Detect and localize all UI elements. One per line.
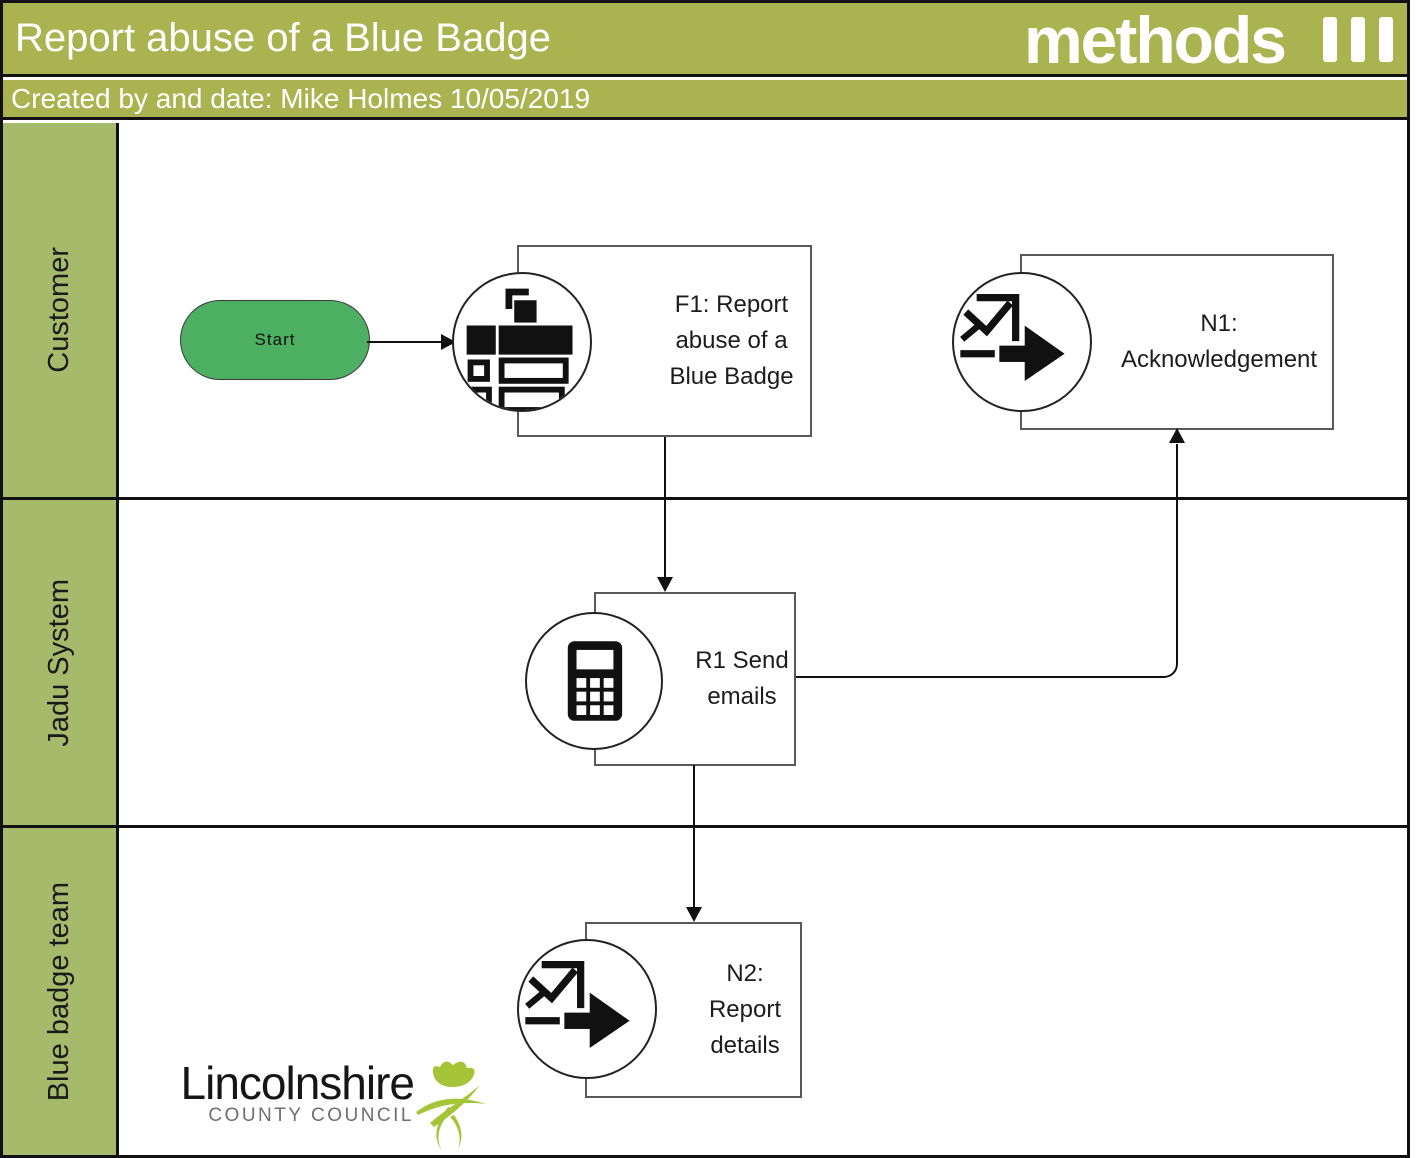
lane-label-cell-customer: Customer: [3, 123, 119, 497]
page-title: Report abuse of a Blue Badge: [15, 16, 551, 60]
task-f1-label: F1: Report abuse of a Blue Badge: [669, 291, 794, 390]
lincolnshire-logo-subtext: COUNTY COUNCIL: [208, 1105, 414, 1127]
arrowhead-up-icon: [1169, 428, 1185, 443]
task-r1-label: R1 Send emails: [695, 647, 789, 710]
form-icon: [466, 288, 573, 410]
connector-line: [367, 341, 443, 343]
title-bar: Report abuse of a Blue Badge methods: [3, 3, 1407, 77]
task-n2-label: N2: Report details: [708, 960, 782, 1059]
lincolnshire-logo-text: Lincolnshire COUNTY COUNCIL: [180, 1057, 415, 1127]
task-n2-badge: [517, 939, 657, 1079]
task-r1-badge: [525, 612, 663, 750]
lincolnshire-logo: Lincolnshire COUNTY COUNCIL: [122, 1057, 490, 1151]
task-f1-badge: [452, 272, 592, 412]
task-n1-badge: [952, 272, 1092, 412]
methods-logo: methods: [1023, 3, 1393, 78]
methods-logo-bars-icon: [1309, 17, 1393, 62]
task-n1-label: N1: Acknowledgement: [1120, 310, 1318, 373]
arrowhead-down-icon: [686, 907, 702, 922]
methods-logo-text: methods: [1023, 3, 1287, 78]
diagram-canvas: Start F1: Report abuse of a Blue Badge: [3, 3, 1407, 1155]
connector-line: [693, 765, 695, 909]
email-send-icon: [960, 293, 1065, 381]
connector-line: [664, 437, 666, 579]
calculator-icon: [567, 641, 623, 721]
methods-logo-bar: [1351, 17, 1365, 62]
created-by-bar: Created by and date: Mike Holmes 10/05/2…: [3, 80, 1407, 120]
lincolnshire-figure-icon: [416, 1061, 486, 1151]
arrowhead-down-icon: [657, 577, 673, 592]
methods-logo-bar: [1379, 17, 1393, 62]
methods-logo-bar: [1323, 17, 1337, 62]
lincolnshire-logo-name: Lincolnshire: [180, 1057, 415, 1109]
lane-label-cell-jadu-system: Jadu System: [3, 500, 119, 825]
start-node: Start: [180, 300, 370, 380]
connector-line: [796, 444, 1178, 678]
created-by-text: Created by and date: Mike Holmes 10/05/2…: [11, 82, 591, 114]
start-node-label: Start: [254, 330, 296, 349]
lane-label-cell-blue-badge-team: Blue badge team: [3, 828, 119, 1155]
email-send-icon: [525, 960, 630, 1048]
